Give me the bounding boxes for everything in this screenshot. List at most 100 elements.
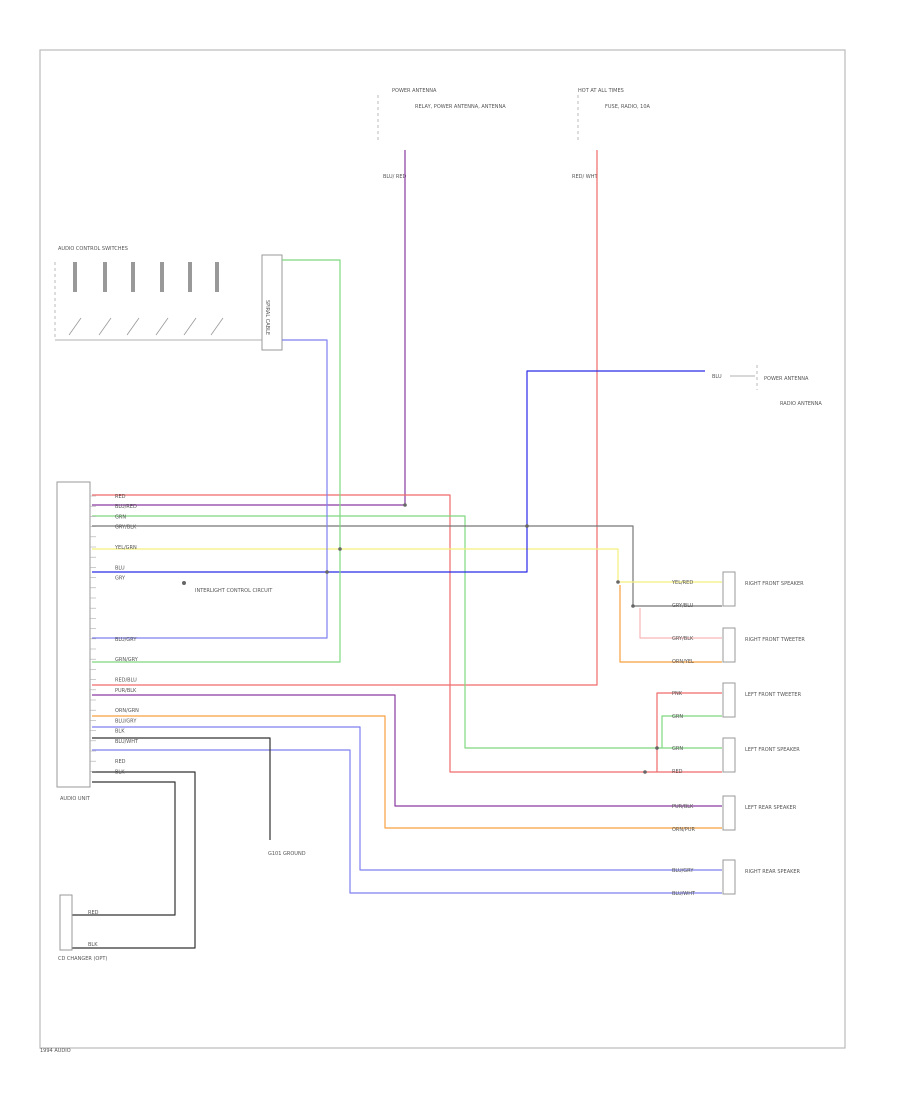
pin-label-19: RED/BLU <box>115 678 137 684</box>
speaker-rf-tw-wire-a: GRY/BLK <box>672 636 694 642</box>
wire-group <box>72 150 722 949</box>
speaker-rr-spk-label: RIGHT REAR SPEAKER <box>745 869 801 875</box>
pin-label-3: GRN <box>115 514 126 520</box>
switch-body-1 <box>73 262 77 292</box>
wire-ground <box>92 737 271 840</box>
wire-rr-spk-b <box>92 749 722 894</box>
switch-contact-6 <box>210 317 224 336</box>
ant-top-wire: BLU/ RED <box>383 174 407 180</box>
wire-junction-8 <box>338 547 342 551</box>
wire-lt-b <box>661 715 722 748</box>
pin-label-17: GRN/GRY <box>115 657 139 663</box>
pin-label-27: RED <box>115 759 126 765</box>
pin-label-9: GRY <box>115 576 126 582</box>
switch-body-6 <box>215 262 219 292</box>
wire-rt-a <box>639 608 722 639</box>
speaker-rr-spk-wire-b: BLU/WHT <box>672 891 696 897</box>
radio-fuse: HOT AT ALL TIMES FUSE, RADIO, 10A RED/ W… <box>572 88 651 180</box>
wire-rf-spk-b <box>92 525 722 607</box>
pin-label-28: BLK <box>115 769 125 775</box>
pin-label-6: YEL/GRN <box>114 545 137 551</box>
speaker-lr-spk-wire-a: PUR/BLK <box>672 804 694 810</box>
cd-changer-label: CD CHANGER (OPT) <box>58 956 107 962</box>
wire-lt-a <box>656 692 722 772</box>
wire-junction-6 <box>643 770 647 774</box>
speaker-rr-spk-wire-a: BLU/GRY <box>672 868 694 874</box>
wire-rf-spk-a <box>92 548 722 583</box>
wire-junction-4 <box>631 604 635 608</box>
wire-spiral-a <box>92 259 341 663</box>
speaker-lf-spk-wire-b: RED <box>672 769 683 775</box>
speaker-rf-spk-label: RIGHT FRONT SPEAKER <box>745 581 804 587</box>
speaker-lr-spk-label: LEFT REAR SPEAKER <box>745 805 797 811</box>
pin-label-15: BLU/GRY <box>115 637 137 643</box>
speaker-lf-spk-label: LEFT FRONT SPEAKER <box>745 747 800 753</box>
wire-lr-spk-a <box>92 694 722 807</box>
wire-junction-3 <box>616 580 620 584</box>
wire-lf-spk-a <box>92 515 722 749</box>
cd-changer: CD CHANGER (OPT) RED BLK <box>58 894 107 962</box>
footer-label: 1994 AUDIO <box>40 1048 71 1054</box>
ground-label: G101 GROUND <box>268 851 306 857</box>
speaker-lf-tw-wire-a: PNK <box>672 691 683 697</box>
switch-contact-4 <box>155 317 169 336</box>
fuse-top-title: HOT AT ALL TIMES <box>578 88 624 94</box>
pin-label-23: BLU/GRY <box>115 718 137 724</box>
illum-note: INTERLIGHT CONTROL CIRCUIT <box>195 588 273 594</box>
wire-rt-b <box>619 585 722 663</box>
spiral-cable-box <box>261 254 283 351</box>
speaker-lf-tw-label: LEFT FRONT TWEETER <box>745 692 802 698</box>
wire-rr-spk-a <box>92 726 722 871</box>
antenna-right-wire: BLU <box>712 374 722 380</box>
speaker-lr-spk-wire-b: ORN/PUR <box>672 827 696 833</box>
audio-unit: RED BLU/RED GRN GRY/BLK YEL/GRN BLU GRY BLU/GRY… <box>56 481 273 802</box>
ant-top-title: POWER ANTENNA <box>392 88 437 94</box>
speaker-lr-spk-body <box>722 795 736 831</box>
wire-antenna <box>92 370 705 573</box>
speaker-rf-tw-wire-b: ORN/YEL <box>672 659 694 665</box>
speaker-rf-tw-label: RIGHT FRONT TWEETER <box>745 637 805 643</box>
switch-body-5 <box>188 262 192 292</box>
wire-junction-5 <box>655 746 659 750</box>
audio-unit-label: AUDIO UNIT <box>60 796 91 802</box>
speaker-rr-spk-body <box>722 859 736 895</box>
speaker-lf-tw-wire-b: GRN <box>672 714 683 720</box>
wire-lr-spk-b <box>92 715 722 829</box>
spiral-label: SPIRAL CABLE <box>264 300 270 335</box>
power-antenna-right: BLU POWER ANTENNA RADIO ANTENNA <box>712 365 822 407</box>
wire-cd-a <box>72 781 176 916</box>
wire-junction-1 <box>403 503 407 507</box>
wire-junction-7 <box>325 570 329 574</box>
pin-label-8: BLU <box>115 565 125 571</box>
cd-wire-a: RED <box>88 910 99 916</box>
pin-label-1: RED <box>115 494 126 500</box>
cd-wire-b: BLK <box>88 942 98 948</box>
ant-top-pins: RELAY, POWER ANTENNA, ANTENNA <box>415 104 506 110</box>
speaker-rf-spk-wire-a: YEL/RED <box>671 580 693 586</box>
switch-contact-5 <box>183 317 197 336</box>
speaker-lf-spk-body <box>722 737 736 773</box>
wire-ant-relay <box>92 150 406 506</box>
wire-cd-b <box>72 771 196 949</box>
switch-body-3 <box>131 262 135 292</box>
pin-label-25: BLU/WHT <box>115 739 139 745</box>
cd-changer-box <box>59 894 73 951</box>
speaker-lf-spk-wire-a: GRN <box>672 746 683 752</box>
wire-spiral-b <box>92 339 328 639</box>
wire-fuse-feed <box>92 150 598 686</box>
diagram-frame <box>39 49 846 1049</box>
fuse-top-wire: RED/ WHT <box>572 174 598 180</box>
speaker-rf-spk-wire-b: GRY/BLU <box>672 603 694 609</box>
switch-body-4 <box>160 262 164 292</box>
pin-label-2: BLU/RED <box>115 504 137 510</box>
wire-lf-spk-b <box>92 494 722 773</box>
pin-label-4: GRY/BLK <box>115 525 137 531</box>
pin-label-24: BLK <box>115 729 125 735</box>
ground-g101: G101 GROUND <box>268 851 306 857</box>
pin-label-22: ORN/GRN <box>115 708 139 714</box>
power-antenna-relay: POWER ANTENNA RELAY, POWER ANTENNA, ANTE… <box>377 88 506 180</box>
switch-contact-3 <box>126 317 140 336</box>
switch-contact-1 <box>68 317 82 336</box>
antenna-right-note: RADIO ANTENNA <box>780 401 822 407</box>
